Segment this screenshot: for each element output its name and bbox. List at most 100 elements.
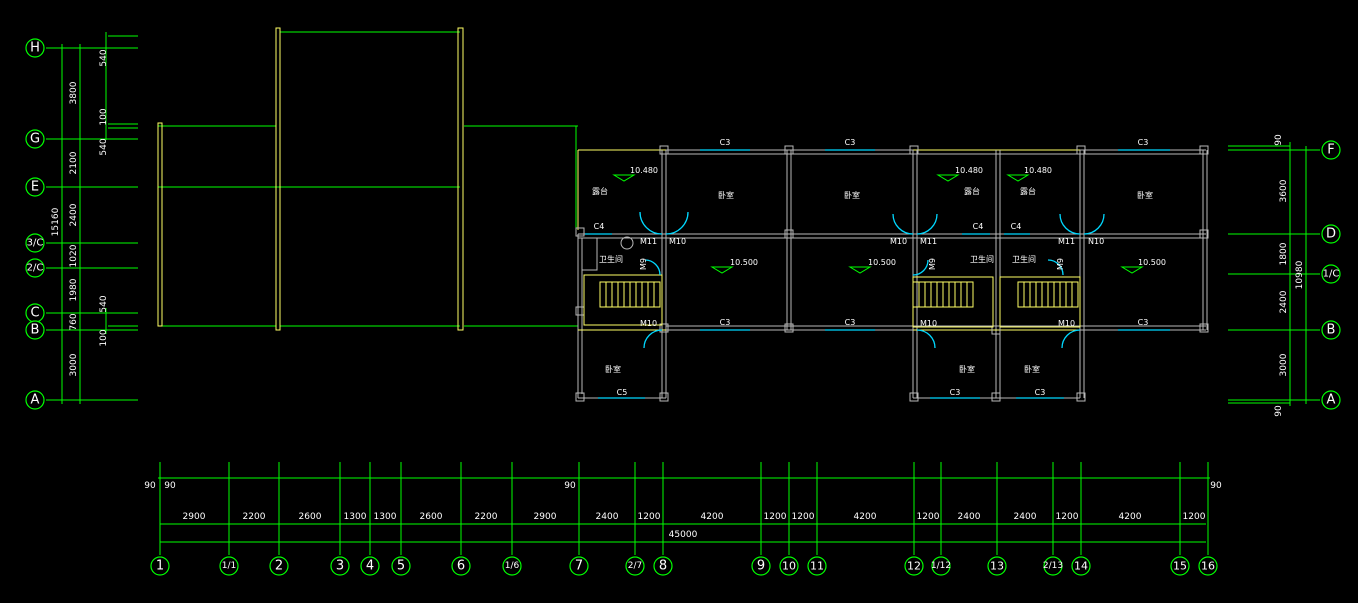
axis-bubble-label: 15 — [1173, 560, 1187, 573]
room-label: 卧室 — [718, 190, 734, 200]
axis-bubble-bottom: 16 — [1198, 556, 1218, 576]
axis-bubble-bottom: 10 — [779, 556, 799, 576]
svg-text:A: A — [1327, 393, 1336, 408]
right-dimension-lines — [1228, 142, 1320, 406]
dim-bottom-seg: 2200 — [243, 512, 266, 522]
axis-bubble-bottom: 1/12 — [931, 556, 951, 576]
axis-bubble-label: 5 — [397, 559, 405, 574]
window-label: C3 — [950, 388, 961, 397]
elevation-mark: 10.500 — [730, 258, 758, 267]
axis-bubble-bottom: 14 — [1071, 556, 1091, 576]
axis-bubble-label: 2/13 — [1043, 561, 1063, 571]
svg-text:B: B — [31, 323, 40, 338]
window-labels: C3 C3 C3 C4 C4 C4 C3 C3 C3 C3 C3 C5 — [594, 138, 1149, 397]
axis-bubble-label: 10 — [782, 560, 796, 573]
dim-bottom-small: 90 — [164, 481, 176, 491]
dim-bottom-total: 45000 — [669, 530, 698, 540]
window-label: C3 — [1138, 318, 1149, 327]
axis-bubble-left: 3/C — [25, 233, 45, 253]
dim-left-small: 100 — [99, 108, 109, 125]
window-label: C3 — [1035, 388, 1046, 397]
axis-bubble-left: G — [25, 129, 45, 149]
axis-bubble-bottom: 2/13 — [1043, 556, 1063, 576]
dim-bottom-seg: 1200 — [917, 512, 940, 522]
door-label: M11 — [1058, 237, 1075, 246]
dim-left-seg: 2100 — [69, 151, 79, 174]
dim-left-seg: 3800 — [69, 81, 79, 104]
room-label: 卧室 — [605, 364, 621, 374]
dim-bottom-seg: 1200 — [638, 512, 661, 522]
door-label: M9 — [639, 258, 648, 270]
axis-bubble-bottom: 9 — [751, 556, 771, 576]
dim-bottom-small: 90 — [1210, 481, 1222, 491]
door-label: M11 — [920, 237, 937, 246]
svg-text:A: A — [31, 393, 40, 408]
axis-bubble-bottom: 4 — [360, 556, 380, 576]
axis-bubble-bottom: 5 — [391, 556, 411, 576]
svg-text:B: B — [1327, 323, 1336, 338]
right-axis-bubbles: F D 1/C B A — [1321, 140, 1341, 410]
axis-bubble-bottom: 1 — [150, 556, 170, 576]
door-label: M10 — [669, 237, 686, 246]
dim-bottom-seg: 1200 — [764, 512, 787, 522]
axis-bubble-bottom: 2/7 — [625, 556, 645, 576]
room-label: 卧室 — [1024, 364, 1040, 374]
room-label: 卧室 — [1137, 190, 1153, 200]
room-label: 卫生间 — [970, 254, 994, 264]
dim-bottom-seg: 2400 — [958, 512, 981, 522]
dim-right-total: 10980 — [1295, 260, 1305, 289]
window-label: C5 — [617, 388, 628, 397]
right-dimension-texts: 10980 3600 1800 2400 3000 90 90 — [1274, 134, 1305, 417]
axis-bubble-left: H — [25, 38, 45, 58]
axis-bubble-label: 2 — [275, 559, 283, 574]
svg-text:D: D — [1326, 227, 1336, 242]
axis-bubble-right: A — [1321, 390, 1341, 410]
dim-left-seg: 1020 — [69, 244, 79, 267]
door-label: M10 — [890, 237, 907, 246]
axis-bubble-left: 2/C — [25, 258, 45, 278]
axis-bubble-label: 9 — [757, 559, 765, 574]
axis-bubble-label: 1/1 — [222, 561, 236, 571]
dim-bottom-seg: 2600 — [299, 512, 322, 522]
svg-text:G: G — [30, 132, 40, 147]
dim-left-seg: 760 — [69, 313, 79, 330]
room-label: 卧室 — [959, 364, 975, 374]
svg-text:1/C: 1/C — [1323, 269, 1340, 280]
floor-plan — [575, 145, 1209, 402]
axis-bubble-label: 1/12 — [931, 561, 951, 571]
window-label: C4 — [973, 222, 984, 231]
door-labels: M11 M10 M10 M11 M11 N10 M9 M9 M9 M10 M10… — [639, 237, 1104, 328]
dim-left-seg: 2400 — [69, 203, 79, 226]
svg-text:3/C: 3/C — [27, 238, 44, 249]
axis-bubble-left: B — [25, 320, 45, 340]
bottom-dimension-texts: 2900 2200 2600 1300 1300 2600 2200 2900 … — [144, 481, 1222, 540]
dim-left-small: 540 — [99, 295, 109, 312]
dim-right-small: 90 — [1274, 134, 1284, 146]
dim-left-small: 100 — [99, 329, 109, 346]
svg-text:H: H — [30, 41, 40, 56]
window-label: C3 — [720, 318, 731, 327]
axis-bubble-bottom: 15 — [1170, 556, 1190, 576]
axis-bubble-label: 16 — [1201, 560, 1215, 573]
axis-bubble-right: 1/C — [1321, 264, 1341, 284]
window-label: C4 — [1011, 222, 1022, 231]
dim-bottom-seg: 2400 — [596, 512, 619, 522]
dim-left-seg: 3000 — [69, 353, 79, 376]
dim-bottom-seg: 4200 — [854, 512, 877, 522]
dim-right-seg: 1800 — [1279, 242, 1289, 265]
axis-bubble-bottom: 1/6 — [502, 556, 522, 576]
axis-bubble-label: 2/7 — [628, 561, 642, 571]
left-axis-bubbles: H G E 3/C 2/C C B A — [25, 38, 45, 410]
roof-elevation — [157, 27, 578, 331]
dim-bottom-seg: 2600 — [420, 512, 443, 522]
axis-bubble-bottom: 8 — [653, 556, 673, 576]
door-label: M10 — [640, 319, 657, 328]
dim-right-seg: 2400 — [1279, 290, 1289, 313]
dim-right-seg: 3000 — [1279, 353, 1289, 376]
door-label: M11 — [640, 237, 657, 246]
window-label: C3 — [845, 138, 856, 147]
axis-bubble-bottom: 7 — [569, 556, 589, 576]
door-label: M10 — [1058, 319, 1075, 328]
axis-bubble-bottom: 3 — [330, 556, 350, 576]
